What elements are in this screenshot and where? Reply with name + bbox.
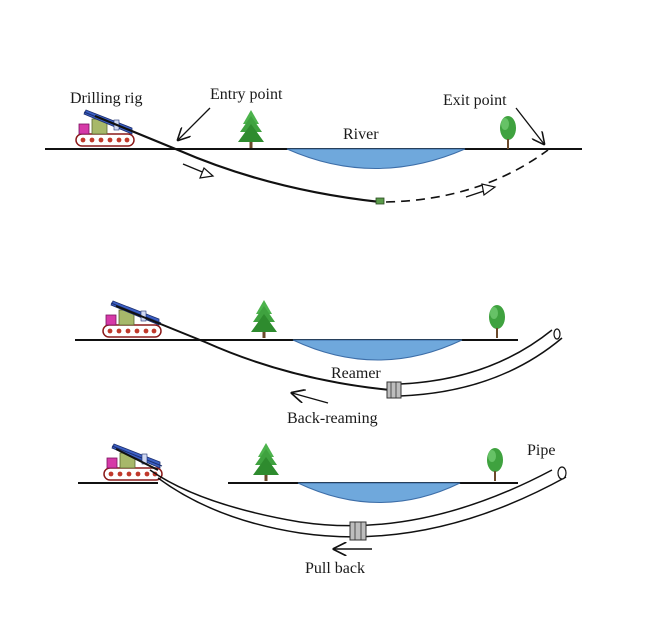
exit-pointer-arrow <box>515 107 544 144</box>
reamer-label: Reamer <box>331 365 381 382</box>
pipe-outline-bottom <box>157 476 567 538</box>
river-shape <box>292 339 463 361</box>
reamer-icon <box>386 381 402 399</box>
pilot-bore-path <box>94 114 381 204</box>
entry-pointer-arrow <box>178 107 211 140</box>
river-shape <box>286 148 466 169</box>
pipe-outline-bottom <box>399 337 563 397</box>
back-reaming-arrow <box>292 393 329 404</box>
tree-icon <box>251 300 277 338</box>
entry-point-label: Entry point <box>210 86 283 103</box>
tree-icon <box>500 116 516 149</box>
drilling-rig-icon <box>102 300 162 338</box>
tree-icon <box>238 110 264 148</box>
planned-bore-path <box>385 149 549 203</box>
drill-string-path <box>115 448 159 471</box>
pull-back-panel: Pipe Pull back <box>78 442 567 577</box>
tree-icon <box>253 443 279 481</box>
back-reaming-label: Back-reaming <box>287 410 378 427</box>
pipe-end-icon <box>553 328 561 340</box>
pipe-outline-top <box>399 329 553 385</box>
pipe-label: Pipe <box>527 442 555 459</box>
tree-icon <box>489 305 505 338</box>
pilot-hole-panel: Drilling rig Entry point Exit point Rive… <box>45 86 582 205</box>
tree-icon <box>487 448 503 481</box>
exit-point-label: Exit point <box>443 92 507 109</box>
drilling-rig-label: Drilling rig <box>70 90 142 107</box>
pipe-end-icon <box>557 466 567 480</box>
drill-bit-icon <box>375 197 385 205</box>
drilling-rig-icon <box>103 443 163 481</box>
pipe-outline-top <box>149 469 553 527</box>
back-reaming-panel: Reamer Back-reaming <box>75 300 563 427</box>
pull-back-label: Pull back <box>305 560 365 577</box>
river-label: River <box>343 126 379 143</box>
drill-string-path <box>115 305 391 391</box>
river-shape <box>297 482 461 503</box>
reamer-icon <box>349 521 367 541</box>
